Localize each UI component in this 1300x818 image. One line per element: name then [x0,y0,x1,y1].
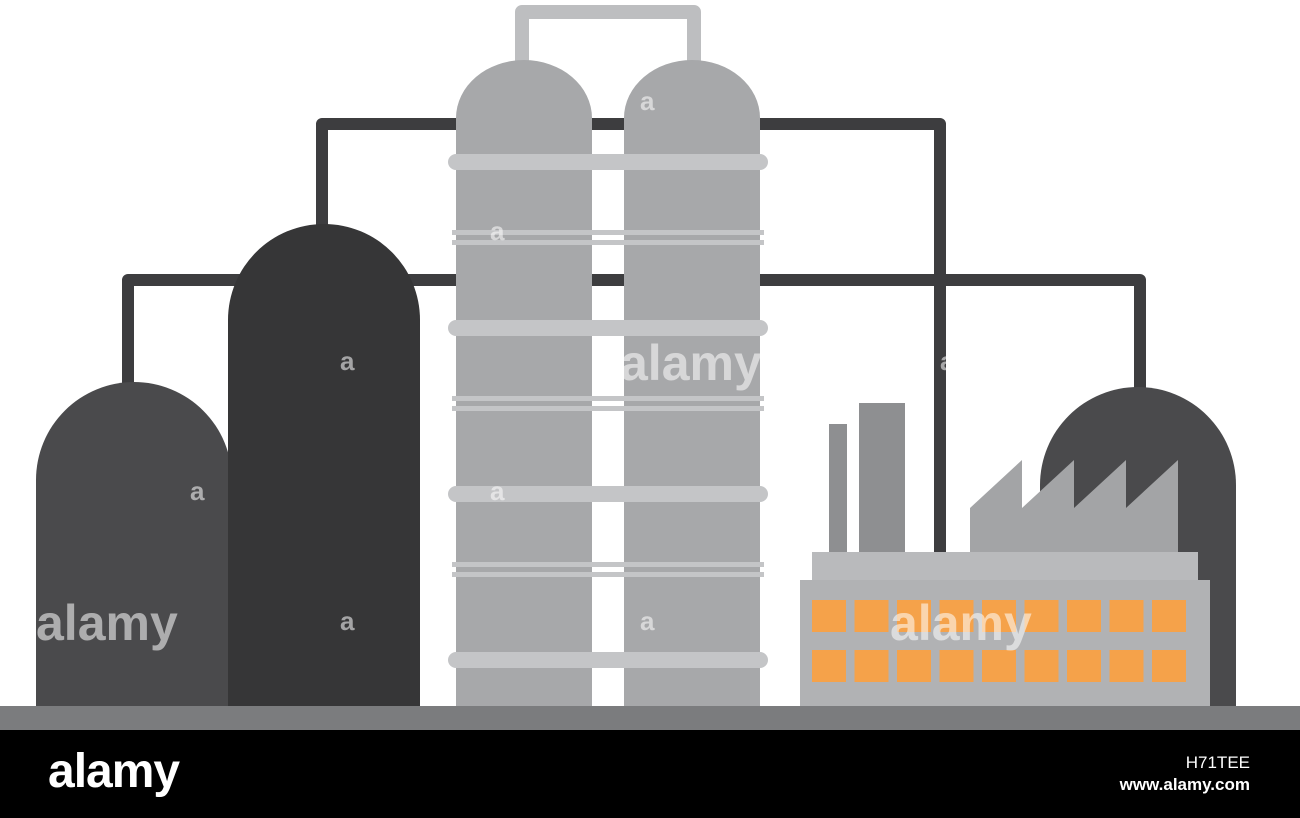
factory-window [897,650,931,682]
factory-window [982,650,1016,682]
factory-window [897,600,931,632]
factory-building [800,403,1210,706]
distillation-column-left [456,60,592,707]
factory-window [1067,650,1101,682]
watermark-meta: H71TEE www.alamy.com [1120,752,1250,796]
watermark-tile-letter: a [340,606,355,636]
factory-window [1152,650,1186,682]
tall-storage-tank [228,224,420,706]
watermark-tile-word: alamy [890,595,1032,651]
watermark-tiles: a a a a a a a a alamy alamy alamy [36,86,1032,651]
sawtooth-roof [970,460,1178,552]
factory-windows [812,600,1186,682]
left-storage-tank [36,382,232,706]
watermark-tile-word: alamy [36,595,178,651]
factory-window [982,600,1016,632]
factory-window [854,650,889,682]
factory-window [939,600,974,632]
factory-window [854,600,889,632]
chimney-wide [859,403,905,563]
factory-window [939,650,974,682]
watermark-tile-word: alamy [620,335,762,391]
factory-window [1024,650,1059,682]
site-url: www.alamy.com [1119,775,1250,794]
distillation-column-right [624,60,760,706]
image-id: H71TEE [1185,753,1250,772]
factory-window [1067,600,1101,632]
refinery-illustration: a a a a a a a a alamy alamy alamy [0,5,1300,730]
factory-window [1024,600,1059,632]
distillation-columns [448,60,768,707]
factory-window [1109,600,1144,632]
ground-strip [0,706,1300,730]
factory-window [1109,650,1144,682]
alamy-logo: alamy [48,745,180,798]
watermark-tile-letter: a [490,216,505,246]
top-connector-pipe [515,5,701,70]
watermark-tile-letter: a [640,606,655,636]
watermark-bar: alamy H71TEE www.alamy.com [0,730,1300,818]
factory-window [812,650,846,682]
watermark-tile-letter: a [490,476,505,506]
watermark-tile-letter: a [190,476,205,506]
chimney-thin [829,424,847,564]
factory-window [812,600,846,632]
watermark-tile-letter: a [940,346,955,376]
factory-window [1152,600,1186,632]
column-bands [448,154,768,668]
factory-upper-tier [812,552,1198,584]
watermark-tile-letter: a [340,346,355,376]
watermark-tile-letter: a [640,86,655,116]
